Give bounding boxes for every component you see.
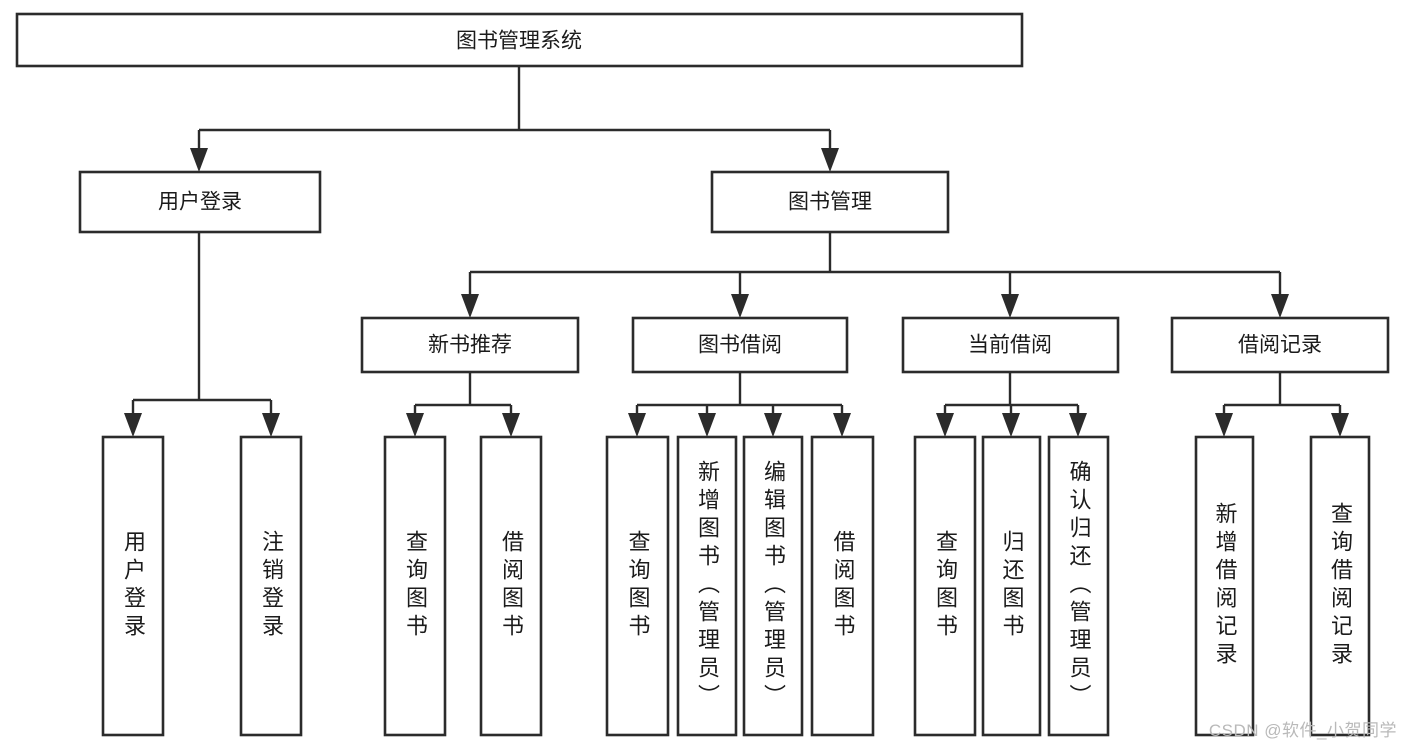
node-new-book-rec[interactable]: 新书推荐 xyxy=(360,316,580,374)
arrow-to-leaf-return-book xyxy=(1002,413,1020,437)
arrow-to-leaf-borrow-book-1 xyxy=(502,413,520,437)
arrow-to-leaf-edit-book xyxy=(764,413,782,437)
user-login-box[interactable] xyxy=(78,170,322,234)
arrow-to-leaf-query-book-1 xyxy=(406,413,424,437)
leaf-query-record-box[interactable] xyxy=(1309,435,1371,737)
arrow-to-leaf-confirm-return xyxy=(1069,413,1087,437)
leaf-add-record-box[interactable] xyxy=(1194,435,1255,737)
root-label: 图书管理系统 xyxy=(456,30,582,53)
node-current-borrow[interactable]: 当前借阅 xyxy=(901,316,1120,374)
borrow-record-label: 借阅记录 xyxy=(1238,334,1322,357)
edge-bookmanage-bus xyxy=(468,232,1282,296)
arrow-to-new-book-rec xyxy=(461,294,479,318)
leaf-query-book-2-box[interactable] xyxy=(605,435,670,737)
connector-layer xyxy=(124,66,1349,437)
node-book-borrow[interactable]: 图书借阅 xyxy=(631,316,849,374)
node-book-manage[interactable]: 图书管理 xyxy=(710,170,950,234)
arrow-to-current-borrow xyxy=(1001,294,1019,318)
leaf-logout-box[interactable] xyxy=(239,435,303,737)
current-borrow-box[interactable] xyxy=(901,316,1120,374)
leaf-user-login-box[interactable] xyxy=(101,435,165,737)
node-borrow-record[interactable]: 借阅记录 xyxy=(1170,316,1390,374)
edge-userlogin-bus xyxy=(131,232,273,415)
leaf-edit-book-box[interactable] xyxy=(742,435,804,737)
root-box[interactable] xyxy=(15,12,1024,68)
edge-currentborrow-bus xyxy=(943,372,1080,415)
leaf-borrow-book-1-box[interactable] xyxy=(479,435,543,737)
book-manage-box[interactable] xyxy=(710,170,950,234)
leaf-query-book-3-box[interactable] xyxy=(913,435,977,737)
arrow-to-leaf-add-book xyxy=(698,413,716,437)
leaf-borrow-book-2-box[interactable] xyxy=(810,435,875,737)
watermark-text: CSDN @软件_小贺同学 xyxy=(1208,721,1397,740)
book-borrow-label: 图书借阅 xyxy=(698,334,782,357)
arrow-to-leaf-query-book-2 xyxy=(628,413,646,437)
arrow-to-leaf-query-book-3 xyxy=(936,413,954,437)
leaf-confirm-return-box[interactable] xyxy=(1047,435,1110,737)
edge-borrowrecord-bus xyxy=(1222,372,1342,415)
user-login-label: 用户登录 xyxy=(158,191,242,214)
leaf-add-book-box[interactable] xyxy=(676,435,738,737)
current-borrow-label: 当前借阅 xyxy=(968,334,1052,357)
arrow-to-book-borrow xyxy=(731,294,749,318)
arrow-to-leaf-logout xyxy=(262,413,280,437)
leaf-return-book-box[interactable] xyxy=(981,435,1042,737)
leaf-query-book-1-box[interactable] xyxy=(383,435,447,737)
leaf-box-layer xyxy=(101,435,1371,737)
arrow-to-leaf-query-record xyxy=(1331,413,1349,437)
node-root[interactable]: 图书管理系统 xyxy=(15,12,1024,68)
book-manage-label: 图书管理 xyxy=(788,191,872,214)
book-borrow-box[interactable] xyxy=(631,316,849,374)
arrow-to-leaf-borrow-book-2 xyxy=(833,413,851,437)
edge-root-bus xyxy=(197,66,832,150)
arrow-to-user-login xyxy=(190,148,208,172)
arrow-to-leaf-user-login xyxy=(124,413,142,437)
new-book-rec-box[interactable] xyxy=(360,316,580,374)
borrow-record-box[interactable] xyxy=(1170,316,1390,374)
arrow-to-book-manage xyxy=(821,148,839,172)
new-book-rec-label: 新书推荐 xyxy=(428,334,512,357)
node-user-login[interactable]: 用户登录 xyxy=(78,170,322,234)
arrow-to-borrow-record xyxy=(1271,294,1289,318)
edge-newbook-bus xyxy=(413,372,513,415)
edge-bookborrow-bus xyxy=(635,372,844,415)
arrow-to-leaf-add-record xyxy=(1215,413,1233,437)
